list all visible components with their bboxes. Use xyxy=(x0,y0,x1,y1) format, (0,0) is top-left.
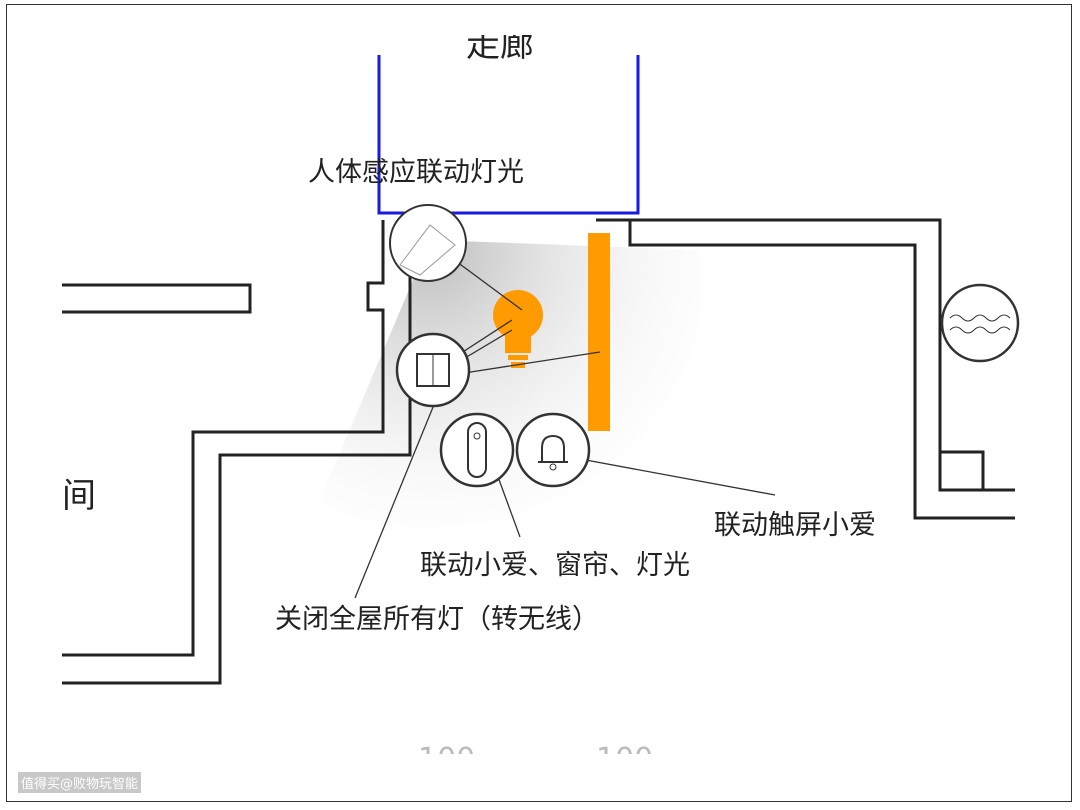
dimension-label: 100 xyxy=(418,740,475,754)
corridor-label: 走廊 xyxy=(466,35,534,65)
motion-sensor-label: 人体感应联动灯光 xyxy=(308,157,524,188)
corridor-outline xyxy=(377,55,640,215)
watermark: 值得买@败物玩智能 xyxy=(18,772,142,793)
motion-sensor-icon xyxy=(389,204,467,282)
touch-screen-label: 联动触屏小爱 xyxy=(714,510,876,541)
water-heater-icon xyxy=(940,283,1020,363)
door-sensor-icon xyxy=(439,412,515,488)
diagram-frame xyxy=(6,4,1072,802)
switch-label: 关闭全屋所有灯（转无线） xyxy=(275,604,599,635)
switch-icon xyxy=(395,332,471,408)
dimension-label: 100 xyxy=(596,740,653,754)
room-label: 间 xyxy=(62,476,96,516)
curtain-bar xyxy=(588,233,610,431)
door-sensor-label: 联动小爱、窗帘、灯光 xyxy=(420,550,690,581)
bell-icon xyxy=(515,412,591,488)
